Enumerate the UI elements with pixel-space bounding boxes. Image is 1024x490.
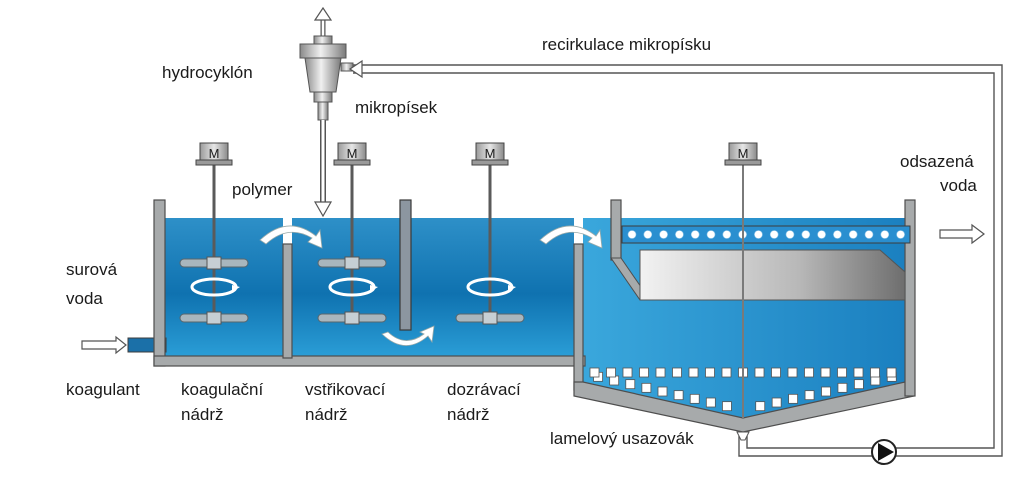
grid-cell — [639, 367, 649, 378]
grid-cell — [705, 367, 715, 378]
overflow-arrow-1 — [259, 225, 323, 249]
hydrocyclone — [299, 6, 354, 121]
bubble — [722, 230, 732, 239]
partition-1 — [282, 243, 293, 359]
bubble — [643, 230, 653, 239]
grid-cell — [625, 379, 636, 390]
bubble — [659, 230, 668, 239]
micro-sand-arrow — [313, 120, 333, 218]
label-raw-water-1: surová — [66, 260, 118, 279]
grid-cell — [689, 393, 700, 404]
grid-cell — [771, 367, 781, 378]
grid-cell — [804, 367, 814, 378]
grid-cell — [754, 367, 765, 378]
bubble — [706, 230, 716, 239]
label-micro-sand: mikropísek — [355, 98, 438, 117]
mixer-coagulation — [179, 163, 249, 325]
motor-label: M — [485, 146, 496, 161]
bubble — [675, 230, 684, 239]
sludge-grid — [589, 367, 897, 412]
motor-icon: M — [333, 142, 371, 166]
bubble — [690, 230, 700, 239]
motor-label: M — [347, 146, 358, 161]
grid-cell — [755, 401, 766, 412]
bubble — [754, 230, 763, 239]
bubble — [769, 230, 779, 239]
grid-cell — [641, 382, 652, 393]
grid-cell — [788, 393, 799, 404]
motor-label: M — [738, 146, 749, 161]
bubble — [817, 230, 826, 239]
motor-label: M — [209, 146, 220, 161]
grid-cell — [655, 367, 666, 378]
grid-cell — [721, 367, 732, 378]
grid-cell — [622, 367, 633, 378]
label-coagulant: koagulant — [66, 380, 140, 399]
bubble — [833, 230, 842, 239]
rotation-arrows — [190, 277, 516, 297]
bubble — [785, 230, 795, 239]
grid-cell — [853, 379, 864, 390]
grid-cell — [886, 367, 897, 378]
grid-cell — [688, 367, 699, 378]
baffle — [399, 199, 412, 331]
grid-cell — [821, 386, 831, 397]
grid-cell — [820, 367, 831, 378]
floor-left — [153, 355, 586, 367]
label-raw-water-2: voda — [66, 289, 103, 308]
label-coag-tank-1: koagulační — [181, 380, 264, 399]
bubble — [880, 230, 890, 239]
motor-icon: M — [724, 142, 762, 166]
grid-cell — [804, 390, 815, 401]
labels: hydrocyklón mikropísek recirkulace mikro… — [66, 35, 977, 448]
grid-cell — [673, 390, 684, 401]
raw-water-arrow — [81, 335, 127, 355]
underflow-arrow — [381, 325, 435, 346]
label-polymer: polymer — [232, 180, 293, 199]
grid-cell — [870, 367, 880, 378]
grid-cell — [722, 401, 732, 412]
overflow-arrow-2 — [539, 225, 603, 249]
grid-cell — [787, 367, 798, 378]
tank-walls — [153, 199, 916, 433]
bubble — [896, 230, 905, 239]
label-hydrocyclone: hydrocyklón — [162, 63, 253, 82]
label-settled-water-2: voda — [940, 176, 977, 195]
bubble — [627, 230, 637, 239]
motor-icon: M — [471, 142, 509, 166]
settler-wall-left — [610, 199, 622, 261]
bubble — [801, 230, 811, 239]
grid-cell — [853, 367, 864, 378]
label-mature-tank-2: nádrž — [447, 405, 490, 424]
flow-arrows — [259, 225, 603, 346]
partition-2 — [573, 243, 584, 391]
label-recirculation: recirkulace mikropísku — [542, 35, 711, 54]
label-settled-water-1: odsazená — [900, 152, 974, 171]
motor-icon: M — [195, 142, 233, 166]
left-wall — [153, 199, 166, 367]
grid-cell — [606, 367, 616, 378]
pump-icon — [871, 439, 897, 465]
grid-cell — [589, 367, 600, 378]
bubble — [848, 230, 858, 239]
grid-cell — [672, 367, 682, 378]
label-lamella-settler: lamelový usazovák — [550, 429, 694, 448]
label-mature-tank-1: dozrávací — [447, 380, 521, 399]
label-inject-tank-1: vstřikovací — [305, 380, 386, 399]
settled-water-arrow — [939, 223, 985, 245]
grid-cell — [837, 367, 847, 378]
recirculation-line — [348, 59, 1003, 457]
label-inject-tank-2: nádrž — [305, 405, 348, 424]
grid-cell — [657, 386, 668, 397]
label-coag-tank-2: nádrž — [181, 405, 224, 424]
settled-water-channel — [621, 225, 911, 244]
grid-cell — [705, 397, 716, 408]
grid-cell — [837, 382, 848, 393]
bubble — [864, 230, 874, 239]
grid-cell — [771, 397, 782, 408]
lamella-pack — [639, 249, 906, 301]
